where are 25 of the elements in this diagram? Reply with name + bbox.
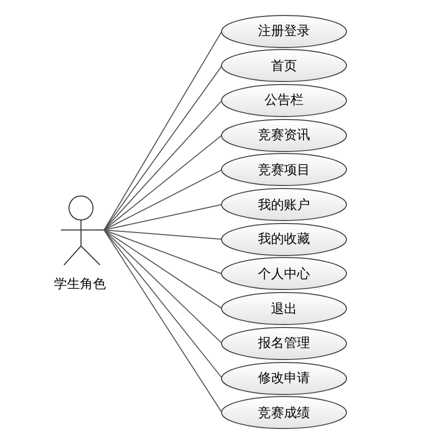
use-case-label: 竞赛项目 [258, 162, 310, 179]
use-case-label: 首页 [271, 58, 297, 75]
association-line [104, 230, 222, 240]
association-line [104, 230, 222, 274]
association-line [104, 230, 222, 414]
association-line [104, 65, 222, 230]
use-case-label: 竞赛成绩 [258, 404, 310, 422]
association-line [104, 230, 222, 378]
use-case-label: 注册登录 [258, 23, 310, 40]
use-case-label: 修改申请 [258, 370, 310, 387]
use-case-label: 竞赛资讯 [258, 127, 310, 144]
use-case-label: 我的收藏 [258, 231, 310, 248]
association-line [104, 230, 222, 344]
actor-label: 学生角色 [53, 276, 107, 293]
association-line [104, 230, 222, 310]
association-line [104, 30, 222, 230]
use-case-label: 公告栏 [264, 92, 304, 110]
association-line [104, 100, 222, 230]
association-line [104, 204, 222, 230]
association-line [104, 134, 222, 230]
use-case-label: 我的账户 [258, 196, 310, 214]
use-case-label: 报名管理 [258, 335, 310, 352]
use-case-label: 个人中心 [258, 266, 310, 283]
association-line [104, 169, 222, 230]
use-case-label: 退出 [271, 300, 297, 318]
